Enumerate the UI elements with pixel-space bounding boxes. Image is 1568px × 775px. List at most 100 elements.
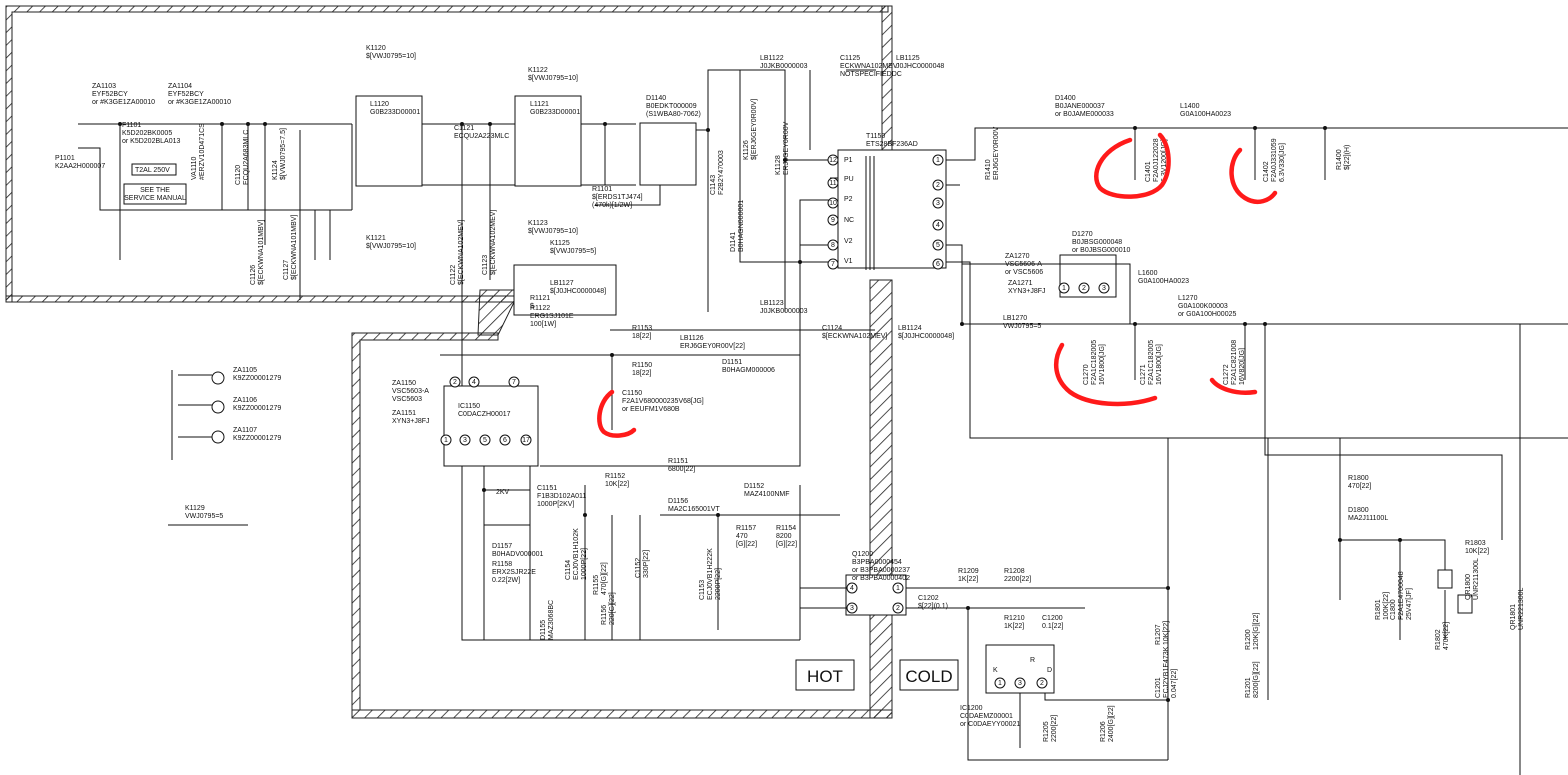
r1152-line-0: R1152 (605, 473, 625, 480)
r1153-line-1: 18[22] (632, 333, 652, 340)
r1207-line-0: R1207 (1155, 624, 1162, 645)
ic1200-line-0: IC1200 (960, 705, 983, 712)
c1402-line-1: F2A0J331059 (1271, 138, 1278, 182)
d1270-pin-2: 2 (1082, 285, 1086, 292)
d1152-line-1: MAZ4100NMF (744, 491, 790, 498)
l1400-line-0: L1400 (1180, 103, 1200, 110)
q1200-pin-1: 1 (896, 585, 900, 592)
c1272-line-0: C1272 (1223, 364, 1230, 385)
t1150-pin-3: 3 (936, 200, 940, 207)
d1141-line-1: B0HAGN000001 (738, 200, 745, 252)
c1153-line-1: ECJ0VB1H222K (707, 548, 714, 600)
qr1801-line-1: UNR221300L (1518, 587, 1525, 630)
za1104-line-0: ZA1104 (168, 83, 192, 90)
label-k1125: K1125$[VWJ0795=5] (550, 240, 596, 255)
r1151-line-0: R1151 (668, 458, 688, 465)
r1801-line-0: R1801 (1375, 599, 1382, 620)
ic1150-line-0: IC1150 (458, 403, 480, 410)
za1105-line-0: ZA1105 (233, 367, 257, 374)
c1200-line-0: C1200 (1042, 615, 1063, 622)
ic1200-label-d: D (1047, 667, 1052, 674)
qr1800-line-0: QR1800 (1465, 574, 1472, 600)
c1401-line-1: F2A0J122028 (1153, 138, 1160, 182)
k1129-line-1: VWJ0795=5 (185, 513, 223, 520)
label-2kv: 2KV (496, 489, 510, 496)
r1156-line-0: R1156 (601, 605, 608, 625)
r1122-line-2: 100[1W] (530, 321, 556, 328)
l1270-line-0: L1270 (1178, 295, 1198, 302)
c1150-line-0: C1150 (622, 390, 642, 397)
t1150-pin-name-nc: NC (844, 217, 854, 224)
r1152-line-1: 10K[22] (605, 481, 629, 488)
k1128-line-1: ERJ6GEY0R00V (783, 121, 790, 175)
lb1125-line-1: J0JHC0000048 (896, 63, 944, 70)
junctions (118, 122, 1402, 702)
k1120-line-1: $[VWJ0795=10] (366, 53, 416, 60)
fuse-rating-label: T2AL 250V (135, 167, 170, 174)
l1270-line-1: G0A100K00003 (1178, 303, 1228, 310)
c1143-line-1: F2B2Y470003 (718, 150, 725, 195)
label-k1123: K1123$[VWJ0795=10] (528, 220, 578, 235)
k1121-line-1: $[VWJ0795=10] (366, 243, 416, 250)
r1157-line-1: 470 (736, 533, 748, 540)
l1400-line-1: G0A100HA0023 (1180, 111, 1231, 118)
d1270-pin-3: 3 (1102, 285, 1106, 292)
t1150-pin-name-v2: V2 (844, 238, 853, 245)
r1201-line-1: 8200[G][22] (1253, 661, 1260, 698)
ic1150-pin-5: 5 (483, 437, 487, 444)
k1126-line-1: $[ERJ6GEY0R00V] (751, 99, 758, 160)
t1150-pin-name-p2: P2 (844, 196, 853, 203)
k1124-line-1: $[VWJ0795=7.5] (280, 128, 287, 180)
annotation-c1150 (597, 389, 637, 438)
za1151-line-0: ZA1151 (392, 410, 416, 417)
d1151-line-1: B0HAGM000006 (722, 367, 775, 374)
lb1270-line-0: LB1270 (1003, 315, 1027, 322)
r1122-line-1: ERG1SJ101E (530, 313, 574, 320)
k1128-line-0: K1128 (775, 155, 782, 175)
lb1126-line-0: LB1126 (680, 335, 704, 342)
c1127-line-1: $[ECKWNA101MBV] (291, 215, 298, 280)
t1150-pin-2: 2 (936, 182, 940, 189)
r1158-line-0: R1158 (492, 561, 512, 568)
label-r1121: R1121$ (530, 295, 550, 310)
ic1200-label-r: R (1030, 657, 1035, 664)
c1800-line-1: F2A1E4700048 (1398, 571, 1405, 620)
d1140-line-2: (S1WBA80-7062) (646, 111, 701, 118)
d1155-line-0: D1155 (540, 620, 547, 640)
r1154-line-0: R1154 (776, 525, 796, 532)
t1150-pin-5: 5 (936, 242, 940, 249)
d1270-line-2: or B0JBSG000010 (1072, 247, 1130, 254)
d1800-line-0: D1800 (1348, 507, 1369, 514)
r1157-line-0: R1157 (736, 525, 756, 532)
t1150-pin-11: 11 (829, 180, 836, 187)
d1270-pin-1: 1 (1062, 285, 1066, 292)
c1270-line-2: 16V1800[JG] (1099, 344, 1106, 385)
lb1127-line-0: LB1127 (550, 280, 574, 287)
r1207-line-1: 10K[22] (1163, 621, 1170, 645)
ic1150-pin-3: 3 (463, 437, 467, 444)
annotation-c1401 (1094, 132, 1171, 199)
t1150-line-0: T1150 (866, 133, 885, 140)
